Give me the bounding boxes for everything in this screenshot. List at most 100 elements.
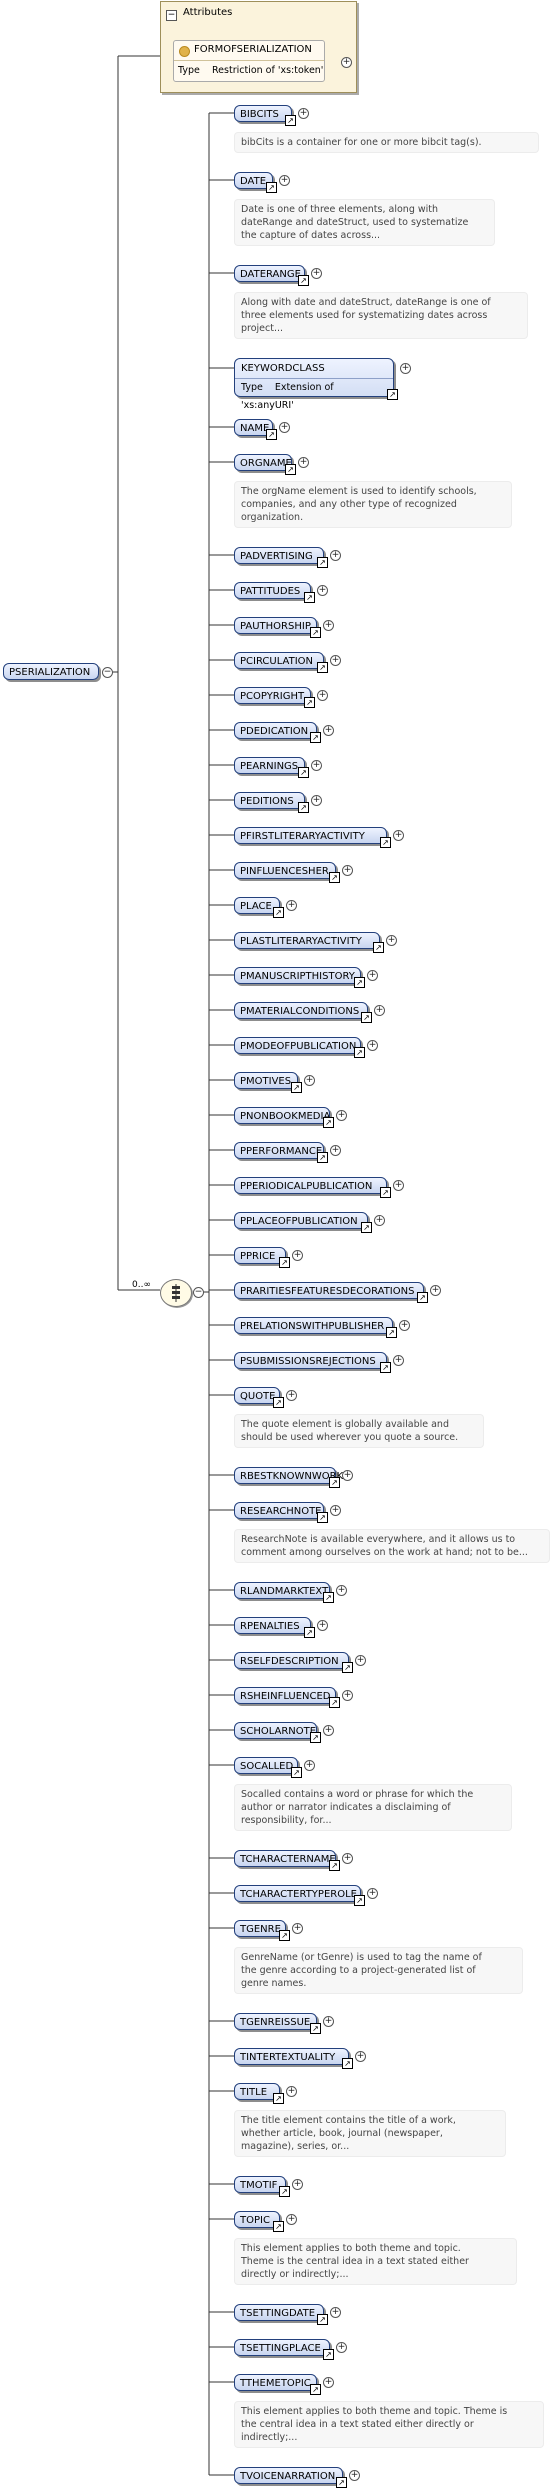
reference-link-icon[interactable]: ↗	[273, 2093, 284, 2104]
element-scholarnote[interactable]: SCHOLARNOTE	[234, 1722, 317, 1739]
expand-element-icon[interactable]: +	[286, 1390, 297, 1401]
reference-link-icon[interactable]: ↗	[310, 1732, 321, 1743]
element-praritiesfeaturesdecorations[interactable]: PRARITIESFEATURESDECORATIONS	[234, 1282, 424, 1299]
expand-element-icon[interactable]: +	[323, 1725, 334, 1736]
expand-element-icon[interactable]: +	[399, 1320, 410, 1331]
element-pnonbookmedia[interactable]: PNONBOOKMEDIA	[234, 1107, 330, 1124]
reference-link-icon[interactable]: ↗	[354, 1047, 365, 1058]
reference-link-icon[interactable]: ↗	[354, 1895, 365, 1906]
reference-link-icon[interactable]: ↗	[266, 182, 277, 193]
reference-link-icon[interactable]: ↗	[380, 837, 391, 848]
element-pmodeofpublication[interactable]: PMODEOFPUBLICATION	[234, 1037, 361, 1054]
element-tintertextuality[interactable]: TINTERTEXTUALITY	[234, 2048, 349, 2065]
expand-element-icon[interactable]: +	[336, 1110, 347, 1121]
reference-link-icon[interactable]: ↗	[317, 557, 328, 568]
expand-element-icon[interactable]: +	[336, 1585, 347, 1596]
element-tgenreissue[interactable]: TGENREISSUE	[234, 2013, 317, 2030]
expand-element-icon[interactable]: +	[367, 1888, 378, 1899]
reference-link-icon[interactable]: ↗	[329, 1860, 340, 1871]
expand-element-icon[interactable]: +	[342, 1853, 353, 1864]
reference-link-icon[interactable]: ↗	[323, 1592, 334, 1603]
reference-link-icon[interactable]: ↗	[317, 1512, 328, 1523]
element-rlandmarktext[interactable]: RLANDMARKTEXT	[234, 1582, 330, 1599]
element-rselfdescription[interactable]: RSELFDESCRIPTION	[234, 1652, 349, 1669]
expand-element-icon[interactable]: +	[298, 108, 309, 119]
element-tcharactername[interactable]: TCHARACTERNAME	[234, 1850, 336, 1867]
reference-link-icon[interactable]: ↗	[323, 2349, 334, 2360]
collapse-choice-icon[interactable]: −	[193, 1287, 204, 1298]
element-tgenre[interactable]: TGENRE	[234, 1920, 286, 1937]
reference-link-icon[interactable]: ↗	[285, 464, 296, 475]
reference-link-icon[interactable]: ↗	[329, 872, 340, 883]
expand-element-icon[interactable]: +	[400, 363, 411, 374]
element-pmotives[interactable]: PMOTIVES	[234, 1072, 298, 1089]
expand-element-icon[interactable]: +	[286, 2086, 297, 2097]
reference-link-icon[interactable]: ↗	[310, 627, 321, 638]
element-bibcits[interactable]: BIBCITS	[234, 105, 292, 122]
reference-link-icon[interactable]: ↗	[342, 2058, 353, 2069]
expand-element-icon[interactable]: +	[330, 1505, 341, 1516]
element-pattitudes[interactable]: PATTITUDES	[234, 582, 311, 599]
element-prelationswithpublisher[interactable]: PRELATIONSWITHPUBLISHER	[234, 1317, 393, 1334]
element-pinfluencesher[interactable]: PINFLUENCESHER	[234, 862, 336, 879]
reference-link-icon[interactable]: ↗	[298, 767, 309, 778]
element-plastliteraryactivity[interactable]: PLASTLITERARYACTIVITY	[234, 932, 380, 949]
expand-element-icon[interactable]: +	[393, 830, 404, 841]
expand-element-icon[interactable]: +	[292, 1923, 303, 1934]
expand-element-icon[interactable]: +	[286, 2214, 297, 2225]
element-pperiodicalpublication[interactable]: PPERIODICALPUBLICATION	[234, 1177, 387, 1194]
reference-link-icon[interactable]: ↗	[266, 429, 277, 440]
reference-link-icon[interactable]: ↗	[304, 592, 315, 603]
reference-link-icon[interactable]: ↗	[323, 1117, 334, 1128]
expand-element-icon[interactable]: +	[330, 550, 341, 561]
reference-link-icon[interactable]: ↗	[380, 1187, 391, 1198]
element-pcopyright[interactable]: PCOPYRIGHT	[234, 687, 311, 704]
expand-element-icon[interactable]: +	[336, 2342, 347, 2353]
expand-element-icon[interactable]: +	[393, 1180, 404, 1191]
reference-link-icon[interactable]: ↗	[273, 1397, 284, 1408]
expand-element-icon[interactable]: +	[311, 268, 322, 279]
expand-element-icon[interactable]: +	[311, 760, 322, 771]
expand-element-icon[interactable]: +	[279, 422, 290, 433]
reference-link-icon[interactable]: ↗	[310, 2023, 321, 2034]
element-pmanuscripthistory[interactable]: PMANUSCRIPTHISTORY	[234, 967, 361, 984]
element-name[interactable]: NAME	[234, 419, 273, 436]
reference-link-icon[interactable]: ↗	[373, 942, 384, 953]
element-daterange[interactable]: DATERANGE	[234, 265, 305, 282]
reference-link-icon[interactable]: ↗	[342, 1662, 353, 1673]
expand-element-icon[interactable]: +	[311, 795, 322, 806]
expand-element-icon[interactable]: +	[304, 1760, 315, 1771]
expand-element-icon[interactable]: +	[430, 1285, 441, 1296]
reference-link-icon[interactable]: ↗	[285, 115, 296, 126]
expand-element-icon[interactable]: +	[286, 900, 297, 911]
expand-element-icon[interactable]: +	[298, 457, 309, 468]
reference-link-icon[interactable]: ↗	[361, 1012, 372, 1023]
expand-element-icon[interactable]: +	[355, 1655, 366, 1666]
expand-element-icon[interactable]: +	[374, 1005, 385, 1016]
expand-element-icon[interactable]: +	[342, 1470, 353, 1481]
element-tmotif[interactable]: TMOTIF	[234, 2176, 286, 2193]
reference-link-icon[interactable]: ↗	[298, 275, 309, 286]
element-pmaterialconditions[interactable]: PMATERIALCONDITIONS	[234, 1002, 368, 1019]
expand-element-icon[interactable]: +	[374, 1215, 385, 1226]
expand-element-icon[interactable]: +	[292, 1250, 303, 1261]
element-topic[interactable]: TOPIC	[234, 2211, 280, 2228]
reference-link-icon[interactable]: ↗	[291, 1767, 302, 1778]
expand-element-icon[interactable]: +	[393, 1355, 404, 1366]
choice-compositor-icon[interactable]	[160, 1279, 192, 1307]
reference-link-icon[interactable]: ↗	[279, 1257, 290, 1268]
element-tcharactertyperole[interactable]: TCHARACTERTYPEROLE	[234, 1885, 361, 1902]
reference-link-icon[interactable]: ↗	[279, 2186, 290, 2197]
element-date[interactable]: DATE	[234, 172, 273, 189]
reference-link-icon[interactable]: ↗	[304, 697, 315, 708]
element-pprice[interactable]: PPRICE	[234, 1247, 286, 1264]
reference-link-icon[interactable]: ↗	[387, 389, 398, 400]
expand-element-icon[interactable]: +	[367, 1040, 378, 1051]
element-tsettingplace[interactable]: TSETTINGPLACE	[234, 2339, 330, 2356]
element-rbestknownwork[interactable]: RBESTKNOWNWORK	[234, 1467, 343, 1484]
element-rpenalties[interactable]: RPENALTIES	[234, 1617, 311, 1634]
element-pplaceofpublication[interactable]: PPLACEOFPUBLICATION	[234, 1212, 368, 1229]
reference-link-icon[interactable]: ↗	[273, 907, 284, 918]
expand-element-icon[interactable]: +	[323, 2016, 334, 2027]
reference-link-icon[interactable]: ↗	[298, 802, 309, 813]
